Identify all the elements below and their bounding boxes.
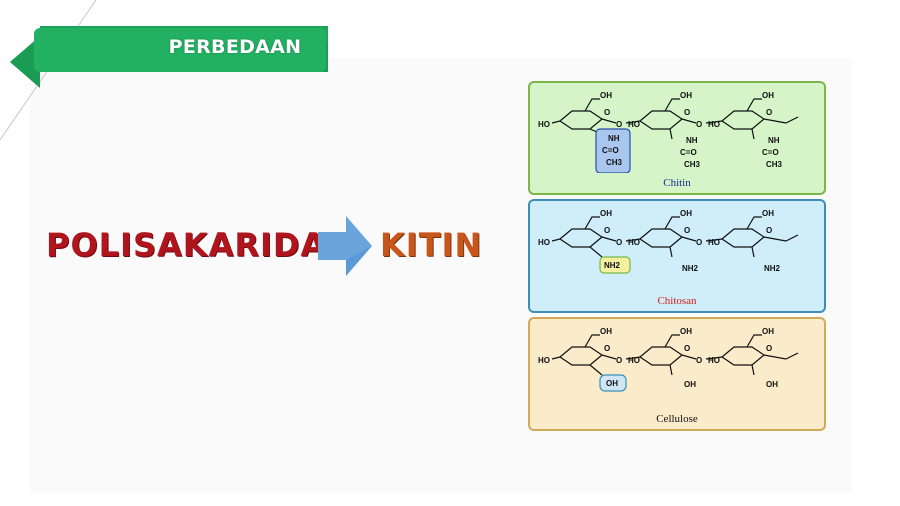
panel-cellulose: OH OH OH HO O O HO O O HO O OH OH OH Cel… — [528, 317, 826, 431]
svg-text:OH: OH — [600, 91, 612, 100]
svg-text:OH: OH — [680, 91, 692, 100]
svg-text:NH: NH — [608, 134, 620, 143]
svg-text:O: O — [684, 226, 690, 235]
svg-text:OH: OH — [762, 209, 774, 218]
svg-text:NH2: NH2 — [682, 264, 699, 273]
svg-text:OH: OH — [766, 380, 778, 389]
label-cellulose: Cellulose — [656, 413, 698, 425]
banner-title: PERBEDAAN — [168, 36, 302, 58]
svg-text:HO: HO — [538, 120, 550, 129]
svg-text:C=O: C=O — [680, 148, 697, 157]
svg-text:HO: HO — [708, 356, 720, 365]
panel-chitosan: OH OH OH HO O O HO O O HO O NH2 NH2 NH2 … — [528, 199, 826, 313]
svg-text:NH2: NH2 — [764, 264, 781, 273]
svg-text:HO: HO — [628, 356, 640, 365]
svg-text:O: O — [684, 344, 690, 353]
svg-text:O: O — [604, 226, 610, 235]
svg-text:O: O — [616, 356, 622, 365]
svg-text:O: O — [604, 344, 610, 353]
svg-text:CH3: CH3 — [684, 160, 701, 169]
chitosan-structure: OH OH OH HO O O HO O O HO O NH2 NH2 NH2 — [538, 209, 799, 274]
svg-text:O: O — [604, 108, 610, 117]
svg-text:HO: HO — [708, 120, 720, 129]
svg-text:OH: OH — [680, 327, 692, 336]
cellulose-structure: OH OH OH HO O O HO O O HO O OH OH OH — [538, 327, 799, 392]
svg-text:OH: OH — [762, 91, 774, 100]
svg-text:O: O — [616, 238, 622, 247]
svg-text:O: O — [696, 120, 702, 129]
svg-text:C=O: C=O — [602, 146, 619, 155]
svg-text:CH3: CH3 — [766, 160, 783, 169]
panel-chitin: OH OH OH HO O O HO O O HO O NH C=O CH3 N… — [528, 81, 826, 195]
svg-text:C=O: C=O — [762, 148, 779, 157]
svg-text:CH3: CH3 — [606, 158, 623, 167]
svg-text:NH: NH — [686, 136, 698, 145]
svg-text:O: O — [696, 356, 702, 365]
svg-text:HO: HO — [538, 238, 550, 247]
svg-text:OH: OH — [600, 209, 612, 218]
svg-text:OH: OH — [684, 380, 696, 389]
svg-text:OH: OH — [680, 209, 692, 218]
right-arrow-icon — [318, 216, 372, 276]
label-chitosan: Chitosan — [657, 295, 697, 307]
svg-text:O: O — [766, 344, 772, 353]
svg-text:HO: HO — [538, 356, 550, 365]
svg-text:OH: OH — [606, 379, 618, 388]
svg-text:O: O — [696, 238, 702, 247]
svg-text:OH: OH — [600, 327, 612, 336]
headline-polisakarida: POLISAKARIDA — [46, 226, 327, 264]
svg-text:HO: HO — [628, 120, 640, 129]
svg-text:HO: HO — [708, 238, 720, 247]
label-chitin: Chitin — [663, 177, 691, 189]
svg-text:O: O — [684, 108, 690, 117]
title-banner-shape — [10, 26, 328, 88]
headline-kitin: KITIN — [380, 226, 483, 264]
svg-text:NH: NH — [768, 136, 780, 145]
chitin-structure: OH OH OH HO O O HO O O HO O NH C=O CH3 N… — [538, 91, 799, 173]
svg-text:O: O — [766, 108, 772, 117]
svg-text:NH2: NH2 — [604, 261, 621, 270]
svg-text:HO: HO — [628, 238, 640, 247]
svg-text:OH: OH — [762, 327, 774, 336]
svg-text:O: O — [616, 120, 622, 129]
svg-text:O: O — [766, 226, 772, 235]
